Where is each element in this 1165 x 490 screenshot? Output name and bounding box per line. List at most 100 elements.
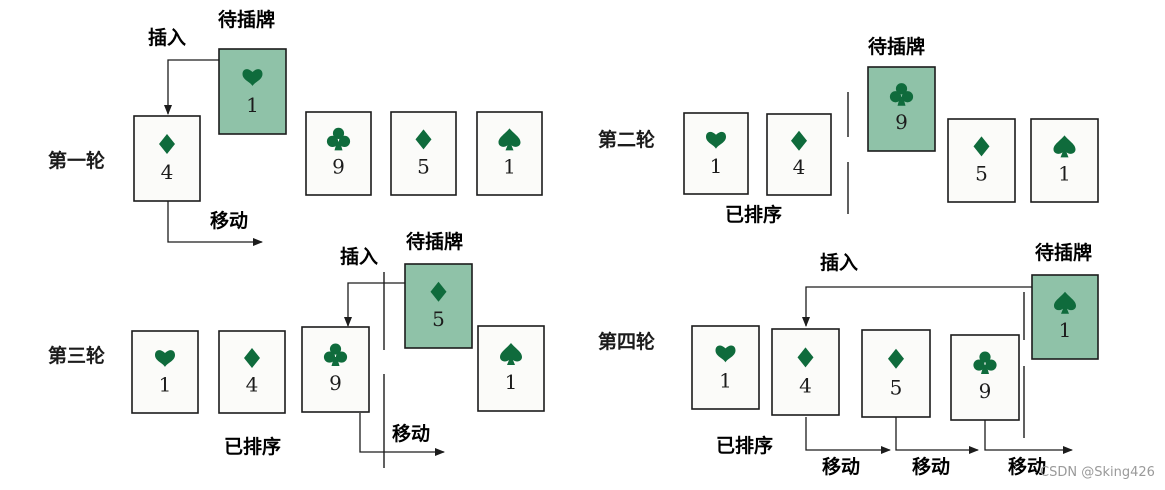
- round-4-label: 第四轮: [598, 330, 655, 353]
- spade-icon: [1054, 291, 1076, 314]
- round-4-pending-label: 待插牌: [1035, 241, 1092, 264]
- cards-layer: 4 9 5 1 1 1 4 5 1 9 1 4 9 1 5 1 4 5 9 1: [131, 48, 1099, 421]
- heart-icon: [155, 350, 175, 368]
- round-4-card-4-rank: 9: [979, 379, 992, 403]
- round-3-card-2-frame: [218, 330, 286, 414]
- round-3-card-1: 1: [131, 330, 199, 414]
- spade-icon: [1053, 135, 1076, 158]
- diamond-icon: [159, 134, 175, 155]
- round-2-card-3-rank: 5: [975, 161, 988, 185]
- round-1-pending-label: 待插牌: [218, 8, 275, 31]
- round-2-card-2: 4: [766, 113, 832, 196]
- round-3-insert-label: 插入: [340, 246, 378, 268]
- round-2-card-1: 1: [683, 112, 749, 195]
- round-4-card-1-rank: 1: [719, 368, 732, 392]
- round-1-card-3-frame: [390, 111, 457, 196]
- round-3-move-label: 移动: [392, 422, 430, 445]
- round-1-insert-label: 插入: [148, 27, 186, 49]
- round-3-card-1-rank: 1: [159, 373, 172, 397]
- round-4-card-3-rank: 5: [890, 375, 903, 399]
- round-2-card-4-frame: [1030, 118, 1099, 203]
- round-3-card-3: 9: [301, 326, 370, 413]
- round-1-move-arrow: [167, 201, 263, 246]
- round-4-insert-arrow: [802, 286, 1033, 327]
- round-2-card-2-rank: 4: [793, 155, 806, 179]
- round-4-move-label-3: 移动: [1008, 455, 1046, 478]
- round-2-pending-card-rank: 9: [895, 110, 908, 134]
- round-4-pending-card-rank: 1: [1059, 318, 1072, 342]
- diamond-icon: [797, 347, 814, 368]
- round-3-card-2: 4: [218, 330, 286, 414]
- round-1-card-3-rank: 5: [417, 154, 430, 178]
- club-icon: [323, 343, 348, 367]
- round-1-card-2-rank: 9: [332, 154, 345, 178]
- round-1-pending-card: 1: [218, 48, 287, 135]
- round-2-sorted-label: 已排序: [725, 203, 782, 226]
- round-2-card-3-frame: [947, 118, 1016, 203]
- round-4-sorted-label: 已排序: [716, 434, 773, 457]
- round-1-card-4: 1: [476, 111, 543, 196]
- round-3-pending-card: 5: [404, 263, 473, 349]
- round-3-pending-card-rank: 5: [432, 307, 445, 331]
- round-1-card-2-frame: [305, 111, 372, 196]
- round-4-card-2-frame: [771, 328, 840, 416]
- round-1-card-3: 5: [390, 111, 457, 196]
- heart-icon: [706, 131, 726, 149]
- round-4-card-3-frame: [861, 329, 931, 418]
- diamond-icon: [973, 136, 990, 157]
- round-4-pending-card: 1: [1031, 274, 1099, 360]
- round-2-pending-card-frame: [867, 66, 936, 152]
- round-3-card-2-rank: 4: [246, 373, 259, 397]
- diamond-icon: [415, 129, 432, 150]
- diamond-icon: [244, 348, 260, 369]
- round-3-card-4-frame: [477, 325, 545, 412]
- round-2-card-3: 5: [947, 118, 1016, 203]
- club-icon: [973, 351, 997, 375]
- round-4-move-label-2: 移动: [912, 455, 950, 478]
- round-1-insert-arrow: [164, 59, 219, 115]
- round-3-card-4: 1: [477, 325, 545, 412]
- round-4-move-arrow-3: [984, 420, 1073, 454]
- round-2-card-2-frame: [766, 113, 832, 196]
- round-4-card-3: 5: [861, 329, 931, 418]
- round-4-card-1: 1: [691, 325, 760, 410]
- round-2-card-4: 1: [1030, 118, 1099, 203]
- diamond-icon: [888, 348, 904, 369]
- round-3-sorted-label: 已排序: [224, 435, 281, 458]
- round-3-card-3-rank: 9: [329, 371, 342, 395]
- round-3-card-1-frame: [131, 330, 199, 414]
- spade-icon: [498, 128, 521, 151]
- round-4-insert-label: 插入: [820, 252, 858, 274]
- round-3-label: 第三轮: [48, 344, 105, 367]
- round-4-move-arrow-2: [895, 417, 979, 454]
- round-4-pending-card-frame: [1031, 274, 1099, 360]
- diamond-icon: [430, 281, 447, 302]
- club-icon: [326, 127, 351, 151]
- round-1-pending-card-rank: 1: [246, 93, 259, 117]
- round-3-pending-label: 待插牌: [406, 230, 463, 253]
- round-1-card-1: 4: [133, 115, 201, 202]
- round-3-move-arrow: [359, 413, 445, 456]
- club-icon: [889, 83, 914, 106]
- round-4-card-2-rank: 4: [799, 374, 812, 398]
- round-3-card-3-frame: [301, 326, 370, 413]
- round-3-card-4-rank: 1: [505, 370, 518, 394]
- round-1-card-1-rank: 4: [161, 160, 174, 184]
- diamond-icon: [791, 130, 807, 151]
- round-4-card-4: 9: [950, 334, 1020, 421]
- heart-icon: [242, 69, 263, 87]
- round-1-move-label: 移动: [210, 209, 248, 232]
- round-4-card-1-frame: [691, 325, 760, 410]
- round-2-pending-card: 9: [867, 66, 936, 152]
- round-2-card-1-frame: [683, 112, 749, 195]
- spade-icon: [500, 343, 522, 366]
- round-2-pending-label: 待插牌: [868, 35, 925, 58]
- round-1-card-4-frame: [476, 111, 543, 196]
- round-3-pending-card-frame: [404, 263, 473, 349]
- round-2-label: 第二轮: [598, 128, 655, 151]
- round-4-move-label-1: 移动: [822, 455, 860, 478]
- round-4-move-arrow-1: [805, 417, 891, 454]
- round-4-card-2: 4: [771, 328, 840, 416]
- round-1-card-1-frame: [133, 115, 201, 202]
